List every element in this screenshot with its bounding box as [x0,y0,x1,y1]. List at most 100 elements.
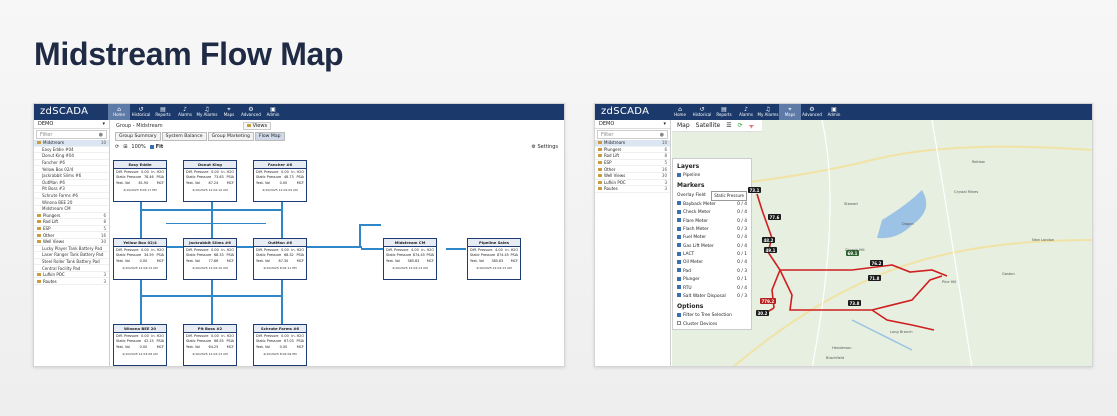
list-icon[interactable]: ☰ [726,122,732,129]
meter-value-label[interactable]: 77.6 [768,214,781,220]
meter-value-label[interactable]: 71.8 [868,275,881,281]
sidebar-item[interactable]: Central Facility Pad [34,265,109,272]
nav-home[interactable]: ⌂Home [669,104,691,120]
meter-value-label[interactable]: 73.1 [748,187,761,193]
nav-alarms[interactable]: ♪Alarms [174,104,196,120]
sidebar-item[interactable]: Easy Eddie #04 [34,147,109,154]
sidebar-item[interactable]: OutMan #6 [34,180,109,187]
nav-my-alarms[interactable]: ♫My Alarms [757,104,779,120]
tab-group-marketing[interactable]: Group Marketing [207,132,254,141]
sidebar-item[interactable]: Yellow Box 02/4 [34,166,109,173]
fit-checkbox[interactable]: Fit [149,144,163,150]
meter-value-label[interactable]: 73.8 [848,300,861,306]
nav-reports[interactable]: ▤Reports [713,104,735,120]
meter-value-label[interactable]: 779.2 [760,298,776,304]
tab-system-balance[interactable]: System Balance [161,132,207,141]
meter-value-label[interactable]: 69.1 [846,250,859,256]
nav-maps[interactable]: ⌖Maps [779,104,801,120]
overlay-select[interactable]: Static Pressure [711,191,747,201]
meter-value-label[interactable]: 30.2 [756,310,769,316]
satellite-tab[interactable]: Satellite [695,122,721,129]
refresh-icon[interactable]: ⟳ [737,122,743,129]
nav-home[interactable]: ⌂Home [108,104,130,120]
nav-advanced[interactable]: ⚙Advanced [240,104,262,120]
nav-historical[interactable]: ↺Historical [691,104,713,120]
nav-admin[interactable]: ▣Admin [262,104,284,120]
map-tab[interactable]: Map [677,122,690,129]
filter-input[interactable]: Filter● [597,130,668,139]
tab-flow-map[interactable]: Flow Map [254,132,285,141]
sidebar-item[interactable]: Pit Boss #3 [34,186,109,193]
meter-value-label[interactable]: 48.2 [762,237,775,243]
demo-selector[interactable]: DEMO▾ [595,120,670,129]
map-area[interactable]: Map Satellite ☰ ⟳ ᯤ Layers Pipeline Mark… [672,120,1092,366]
nav-historical[interactable]: ↺Historical [130,104,152,120]
sidebar-item[interactable]: Lucky Player Tank Battery Pad [34,246,109,253]
pipeline-toggle[interactable]: Pipeline [677,172,747,180]
sidebar-item[interactable]: Donut King #04 [34,153,109,160]
refresh-icon[interactable]: ⟳ [115,144,120,150]
wifi-icon[interactable]: ᯤ [748,122,755,130]
tab-group-summary[interactable]: Group Summary [115,132,161,141]
sidebar-item[interactable]: Laser Ranger Tank Battery Pad [34,252,109,259]
zoom-icon[interactable]: ⊞ [123,144,128,150]
filter-input[interactable]: Filter● [36,130,107,139]
settings-button[interactable]: ⚙ Settings [531,144,558,150]
option-toggle[interactable]: Cluster Devices [677,321,747,329]
nav-admin[interactable]: ▣Admin [823,104,845,120]
meter-value-label[interactable]: 76.2 [870,260,883,266]
meter-value-label[interactable]: 49.1 [764,247,777,253]
nav-alarms[interactable]: ♪Alarms [735,104,757,120]
sidebar-item[interactable]: Schrute Farms #6 [34,193,109,200]
sidebar-item[interactable]: Winona BEE 20 [34,199,109,206]
option-toggle[interactable]: Filter to Tree Selection [677,312,747,320]
views-button[interactable]: Views [243,122,272,130]
nav-my-alarms[interactable]: ♫My Alarms [196,104,218,120]
sidebar-item[interactable]: Midstream CM [34,206,109,213]
sidebar-item[interactable]: Jackrabbit Slims #6 [34,173,109,180]
demo-selector[interactable]: DEMO▾ [34,120,109,129]
sidebar-item[interactable]: Steel Roller Tank Battery Pad [34,259,109,266]
nav-reports[interactable]: ▤Reports [152,104,174,120]
nav-maps[interactable]: ⌖Maps [218,104,240,120]
nav-advanced[interactable]: ⚙Advanced [801,104,823,120]
